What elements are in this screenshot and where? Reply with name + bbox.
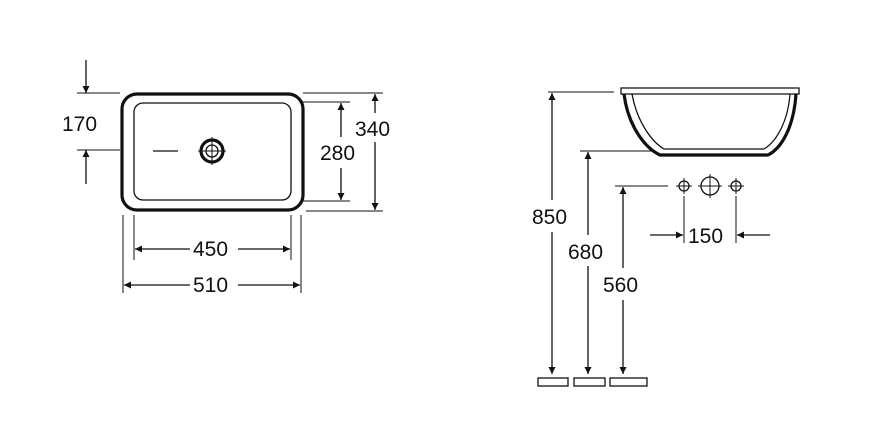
plan-view: 170 450 510 280 340: [62, 60, 390, 297]
basin-inner-outline: [133, 102, 292, 201]
dim-510-label: 510: [193, 274, 228, 297]
basin-profile: [620, 87, 800, 157]
tap-right-symbol: [728, 178, 744, 194]
dim-170-label: 170: [62, 113, 97, 136]
dim-150-label: 150: [688, 225, 723, 248]
tap-left-symbol: [676, 178, 692, 194]
tap-center-symbol: [698, 174, 722, 198]
dim-280-label: 280: [320, 142, 355, 165]
dim-340-label: 340: [355, 118, 390, 141]
side-view: 150 850 680 560: [532, 87, 800, 387]
dim-850-label: 850: [532, 206, 567, 229]
dim-680-label: 680: [568, 241, 603, 264]
dim-450-label: 450: [193, 238, 228, 261]
dim-560-label: 560: [603, 274, 638, 297]
drain-symbol: [198, 137, 226, 165]
floor-baseline: [537, 377, 648, 387]
basin-outer-outline: [120, 92, 305, 212]
